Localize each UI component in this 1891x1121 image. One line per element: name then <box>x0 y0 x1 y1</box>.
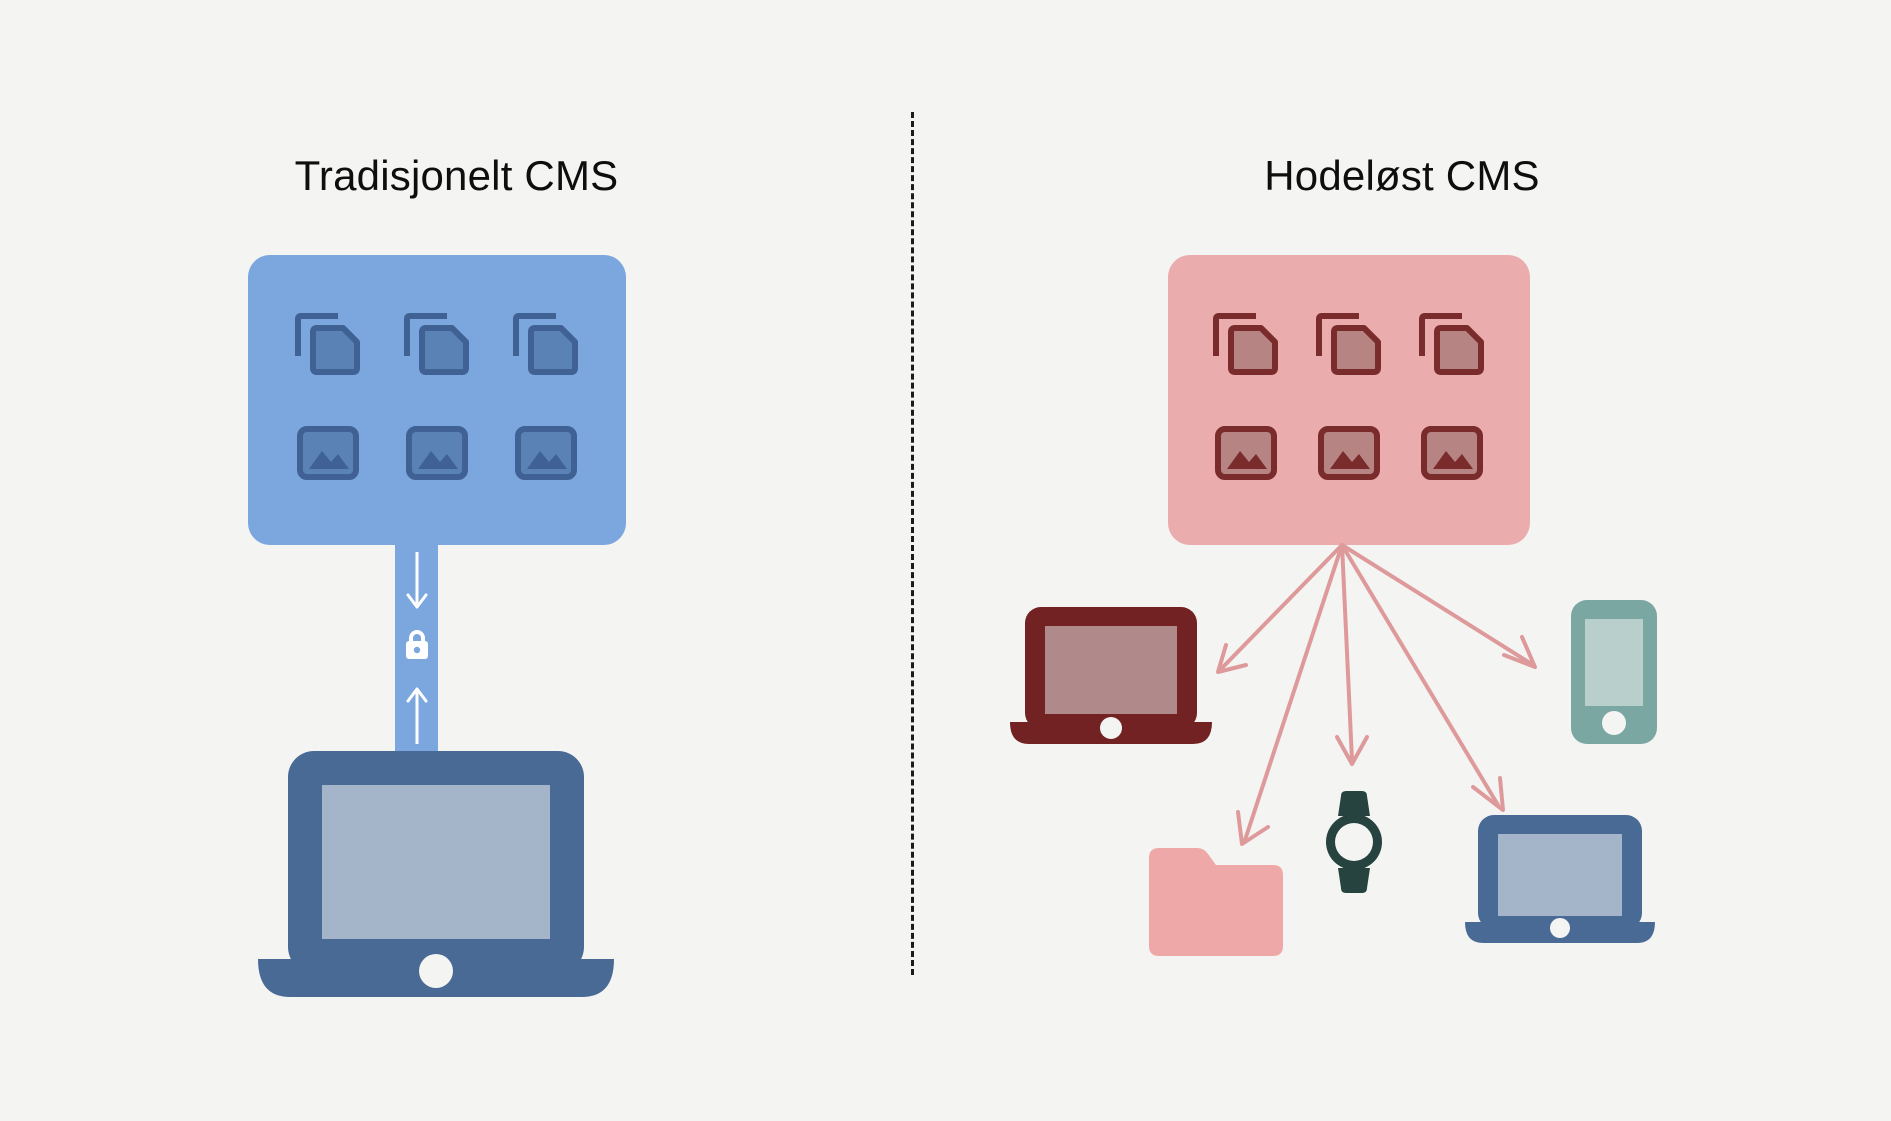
documents-copy-icon <box>512 312 579 375</box>
folder-icon <box>1145 842 1287 965</box>
image-icon <box>1317 425 1380 480</box>
panel-title-traditional: Tradisjonelt CMS <box>294 152 619 199</box>
secure-coupled-pipe <box>395 538 438 758</box>
content-icon-grid <box>1168 255 1530 545</box>
vertical-dashed-divider <box>911 112 914 975</box>
laptop-icon <box>252 745 620 1010</box>
laptop-icon <box>1007 604 1215 759</box>
image-icon <box>297 425 360 480</box>
cms-content-box-traditional <box>248 255 626 545</box>
image-icon <box>1214 425 1277 480</box>
content-icon-grid <box>248 255 626 545</box>
watch-icon <box>1318 790 1390 899</box>
image-icon <box>514 425 577 480</box>
cms-content-box-headless <box>1168 255 1530 545</box>
laptop-icon <box>1462 812 1658 957</box>
documents-copy-icon <box>1315 312 1382 375</box>
documents-copy-icon <box>403 312 470 375</box>
lock-icon <box>402 628 432 667</box>
documents-copy-icon <box>1419 312 1485 375</box>
documents-copy-icon <box>1212 312 1279 375</box>
arrow-down-icon <box>404 550 430 617</box>
image-icon <box>405 425 468 480</box>
image-icon <box>1421 425 1484 480</box>
phone-icon <box>1568 597 1660 752</box>
panel-title-headless: Hodeløst CMS <box>1264 152 1540 199</box>
arrow-up-icon <box>404 684 430 751</box>
documents-copy-icon <box>295 312 361 375</box>
